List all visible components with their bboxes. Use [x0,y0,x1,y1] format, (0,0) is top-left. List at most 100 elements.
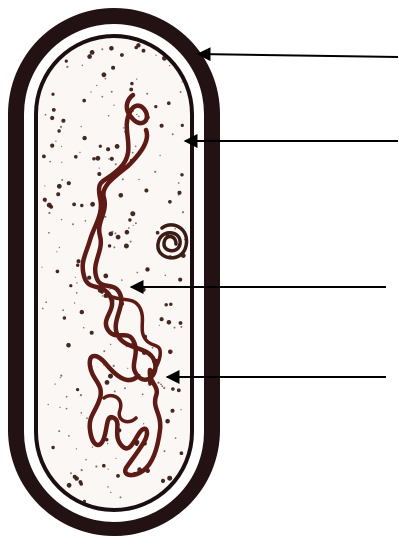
ribosome-dot [146,93,148,95]
ribosome-dot [156,231,160,235]
ribosome-dot [44,185,45,186]
ribosome-dot [180,409,181,410]
ribosome-dot [124,387,126,389]
ribosome-dot [72,223,74,225]
ribosome-dot [66,66,68,68]
ribosome-dot [171,409,175,413]
ribosome-dot [103,274,108,279]
ribosome-dot [128,218,131,221]
ribosome-dot [80,412,82,414]
ribosome-dot [111,91,113,93]
ribosome-dot [136,78,137,79]
ribosome-dot [123,127,124,128]
ribosome-dot [135,146,137,148]
ribosome-dot [160,124,164,128]
ribosome-dot [86,417,88,419]
ribosome-dot [175,437,177,439]
ribosome-dot [76,282,77,283]
ribosome-dot [161,385,163,387]
ribosome-dot [128,227,130,229]
ribosome-dot [67,181,71,185]
ribosome-dot [80,204,83,207]
ribosome-dot [96,156,101,161]
ribosome-dot [61,146,62,147]
ribosome-dot [165,303,168,306]
ribosome-dot [165,275,167,277]
ribosome-dot [56,270,60,274]
ribosome-dot [110,492,111,493]
ribosome-dot [47,203,52,208]
ribosome-dot [82,136,86,140]
ribosome-dot [60,126,62,128]
ribosome-dot [48,232,50,234]
ribosome-dot [107,443,109,445]
ribosome-dot [114,232,116,234]
ribosome-dot [72,203,76,207]
ribosome-dot [87,54,92,59]
ribosome-dot [65,60,68,63]
ribosome-dot [49,161,51,163]
ribosome-dot [110,344,111,345]
ribosome-dot [57,184,62,189]
ribosome-dot [55,141,56,142]
ribosome-dot [66,396,68,398]
ribosome-dot [59,247,60,248]
ribosome-dot [56,251,57,252]
ribosome-dot [155,55,156,56]
ribosome-dot [52,108,56,112]
ribosome-dot [178,278,182,282]
ribosome-dot [103,350,105,352]
ribosome-dot [108,158,109,159]
ribosome-dot [76,292,78,294]
ribosome-dot [163,387,165,389]
ribosome-dot [67,483,72,488]
ribosome-dot [181,81,182,82]
ribosome-dot [56,192,60,196]
ribosome-dot [115,144,120,149]
ribosome-dot [110,157,114,161]
ribosome-dot [119,193,124,198]
ribosome-dot [178,194,180,196]
ribosome-dot [61,219,62,220]
ribosome-dot [92,157,95,160]
ribosome-dot [179,321,183,325]
ribosome-dot [99,168,100,169]
ribosome-dot [159,325,160,326]
ribosome-dot [101,48,103,50]
ribosome-dot [124,244,129,249]
ribosome-dot [136,114,137,115]
ribosome-dot [105,380,110,385]
ribosome-dot [157,382,159,384]
ribosome-dot [69,284,72,287]
ribosome-dot [99,145,102,148]
ribosome-dot [92,447,93,448]
ribosome-dot [143,423,144,424]
ribosome-dot [108,469,109,470]
ribosome-dot [101,96,103,98]
ribosome-dot [116,474,120,478]
ribosome-dot [80,310,84,314]
ribosome-dot [77,259,81,263]
ribosome-dot [129,88,133,92]
ribosome-dot [102,295,103,296]
ribosome-dot [152,347,154,349]
ribosome-dot [132,152,134,154]
ribosome-dot [90,202,95,207]
ribosome-dot [81,126,82,127]
ribosome-dot [138,116,140,118]
ribosome-dot [167,101,171,105]
ribosome-dot [136,272,138,274]
ribosome-dot [161,479,165,483]
ribosome-dot [61,179,63,181]
ribosome-dot [108,244,111,247]
ribosome-dot [108,374,113,379]
ribosome-dot [127,368,128,369]
ribosome-dot [180,173,183,176]
ribosome-dot [85,459,87,461]
ribosome-dot [109,289,110,290]
ribosome-dot [50,116,54,120]
ribosome-dot [48,212,50,214]
ribosome-dot [169,65,170,66]
ribosome-dot [137,45,139,47]
ribosome-dot [41,267,42,268]
